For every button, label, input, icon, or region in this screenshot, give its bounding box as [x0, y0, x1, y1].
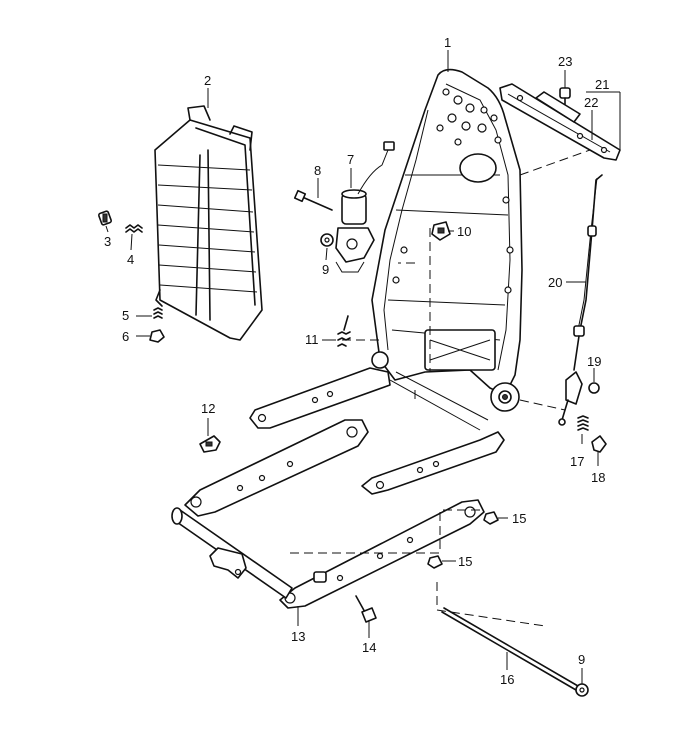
part-23-bolt — [559, 87, 571, 105]
callout-9b: 9 — [578, 652, 585, 667]
part-6-nut — [149, 329, 165, 343]
callout-9a: 9 — [322, 262, 329, 277]
callout-10: 10 — [457, 224, 471, 239]
backrest-frame — [371, 68, 523, 412]
callout-20: 20 — [548, 275, 562, 290]
part-4-spring — [125, 224, 143, 233]
leader-lines — [105, 50, 621, 684]
part-17-spring — [577, 415, 589, 431]
part-9-washer — [320, 233, 334, 247]
callout-23: 23 — [558, 54, 572, 69]
part-7-motor — [335, 141, 395, 273]
part-14-bolt — [355, 595, 377, 623]
callout-12: 12 — [201, 401, 215, 416]
callout-15a: 15 — [512, 511, 526, 526]
part-8-bolt — [293, 189, 333, 211]
callout-22: 22 — [584, 95, 598, 110]
part-21-bracket — [499, 83, 621, 161]
part-16-rod — [441, 607, 579, 691]
callout-14: 14 — [362, 640, 376, 655]
callout-17: 17 — [570, 454, 584, 469]
callout-7: 7 — [347, 152, 354, 167]
part-20-cable — [573, 174, 603, 371]
part-19-washer — [588, 382, 600, 394]
callout-6: 6 — [122, 329, 129, 344]
seat-base-frame — [171, 419, 485, 609]
part-5-spring — [153, 307, 163, 319]
part-3-spring-clip — [98, 210, 112, 226]
assembly-guides — [290, 149, 591, 627]
part-10-clip — [431, 221, 451, 241]
callout-5: 5 — [122, 308, 129, 323]
part-15-nut-lower — [427, 555, 443, 569]
part-15-nut-upper — [483, 511, 499, 525]
part-release-lever — [558, 371, 583, 426]
callout-1: 1 — [444, 35, 451, 50]
callout-2: 2 — [204, 73, 211, 88]
callout-3: 3 — [104, 234, 111, 249]
callout-16: 16 — [500, 672, 514, 687]
part-11-spring — [337, 315, 351, 347]
callout-15b: 15 — [458, 554, 472, 569]
part-12-clip — [199, 435, 221, 453]
callout-18: 18 — [591, 470, 605, 485]
callout-21: 21 — [595, 77, 609, 92]
callout-13: 13 — [291, 629, 305, 644]
callout-11: 11 — [305, 332, 319, 347]
seat-inner-rails — [249, 367, 505, 495]
callout-4: 4 — [127, 252, 134, 267]
callout-8: 8 — [314, 163, 321, 178]
callout-labels: 1 2 3 4 5 6 7 8 9 10 11 12 13 14 15 15 1… — [104, 35, 609, 687]
backrest-spring-mat — [154, 105, 263, 341]
callout-19: 19 — [587, 354, 601, 369]
part-9b-washer — [575, 683, 589, 697]
part-18-knob — [591, 435, 607, 453]
